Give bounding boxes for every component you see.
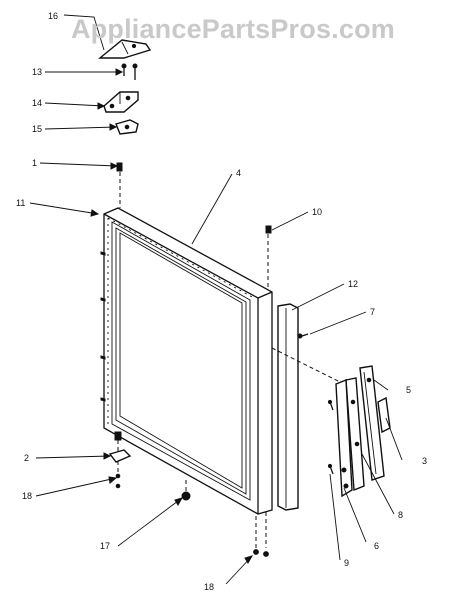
callout-18b: 18 — [204, 582, 214, 592]
callout-4: 4 — [236, 168, 241, 178]
screw-part-18-bottom — [253, 512, 269, 557]
hinge-shim-part-15 — [115, 119, 139, 135]
hinge-bracket-part-14 — [103, 91, 139, 113]
lower-hinge-part-2 — [108, 449, 132, 463]
callout-8: 8 — [398, 510, 403, 520]
handle-cap-part-3 — [377, 396, 391, 434]
handle-part-5 — [359, 365, 385, 481]
callout-15: 15 — [32, 124, 42, 134]
door-trim-part-12 — [277, 303, 309, 511]
callout-5: 5 — [406, 385, 411, 395]
callout-16: 16 — [48, 11, 58, 21]
callout-6: 6 — [374, 541, 379, 551]
callout-18a: 18 — [22, 491, 32, 501]
handle-bracket-part-8 — [345, 377, 365, 492]
handle-screws-part-9 — [327, 399, 334, 475]
door-panel-part-4 — [100, 207, 273, 515]
screw-part-10 — [265, 225, 272, 288]
callout-11: 11 — [16, 198, 25, 208]
callout-14: 14 — [32, 98, 42, 108]
screw-part-18-left — [115, 473, 121, 489]
callout-12: 12 — [348, 279, 358, 289]
callout-labels: 16 13 14 15 1 11 4 10 12 7 5 3 2 18 8 17… — [16, 11, 427, 592]
handle-base-part-6 — [335, 378, 353, 498]
handle-alignment-line — [271, 347, 341, 383]
arrowheads — [90, 68, 254, 564]
callout-3: 3 — [422, 456, 427, 466]
callout-7: 7 — [370, 307, 375, 317]
leader-lines — [29, 14, 403, 585]
hinge-cover-part-16 — [98, 39, 152, 59]
callout-10: 10 — [312, 207, 322, 217]
hinge-screws-part-13 — [121, 63, 138, 80]
bushing-part-17 — [181, 480, 191, 501]
callout-1: 1 — [32, 158, 37, 168]
callout-2: 2 — [24, 453, 29, 463]
callout-17: 17 — [100, 541, 110, 551]
hinge-pin-part-1 — [116, 162, 123, 208]
callout-13: 13 — [32, 67, 42, 77]
callout-9: 9 — [344, 558, 349, 568]
